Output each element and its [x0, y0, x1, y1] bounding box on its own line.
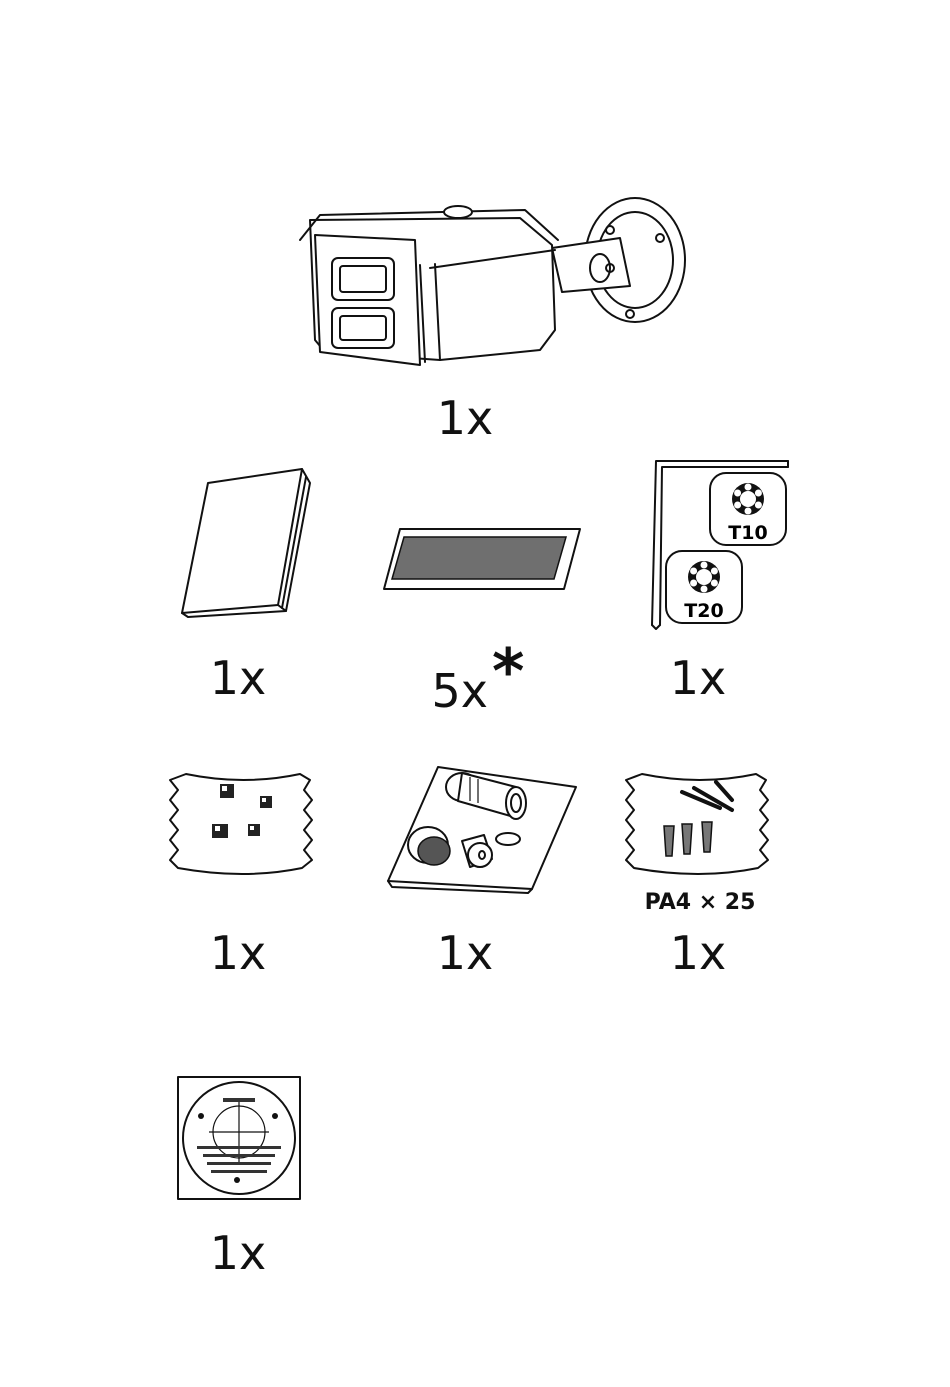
quantity-label: 1x — [437, 930, 494, 976]
screw-size-label: PA4 × 25 — [645, 890, 756, 915]
adhesive-strip-icon — [382, 527, 582, 593]
quantity-value: 5x — [432, 664, 489, 718]
quantity-label: 1x — [670, 930, 727, 976]
quantity-label: 1x — [670, 655, 727, 701]
waterproof-cable-kit-icon — [384, 763, 580, 893]
connector-bag-icon — [164, 768, 328, 876]
quantity-label: 1x — [210, 1230, 267, 1276]
quantity-label: 5x* — [432, 655, 525, 717]
torx-star-icon — [732, 483, 764, 515]
torx-label-t20: T20 — [684, 600, 723, 622]
quantity-label: 1x — [210, 655, 267, 701]
screw-anchor-bag-icon — [620, 768, 784, 876]
torx-key-icon: T10 T20 — [640, 455, 795, 630]
manual-booklet-icon — [178, 465, 313, 620]
quantity-label: 1x — [437, 395, 494, 441]
torx-label-t10: T10 — [728, 522, 767, 544]
bullet-camera-icon — [290, 190, 700, 370]
asterisk-mark: * — [492, 635, 524, 708]
torx-star-icon — [688, 561, 720, 593]
drill-template-icon — [177, 1076, 301, 1200]
quantity-label: 1x — [210, 930, 267, 976]
